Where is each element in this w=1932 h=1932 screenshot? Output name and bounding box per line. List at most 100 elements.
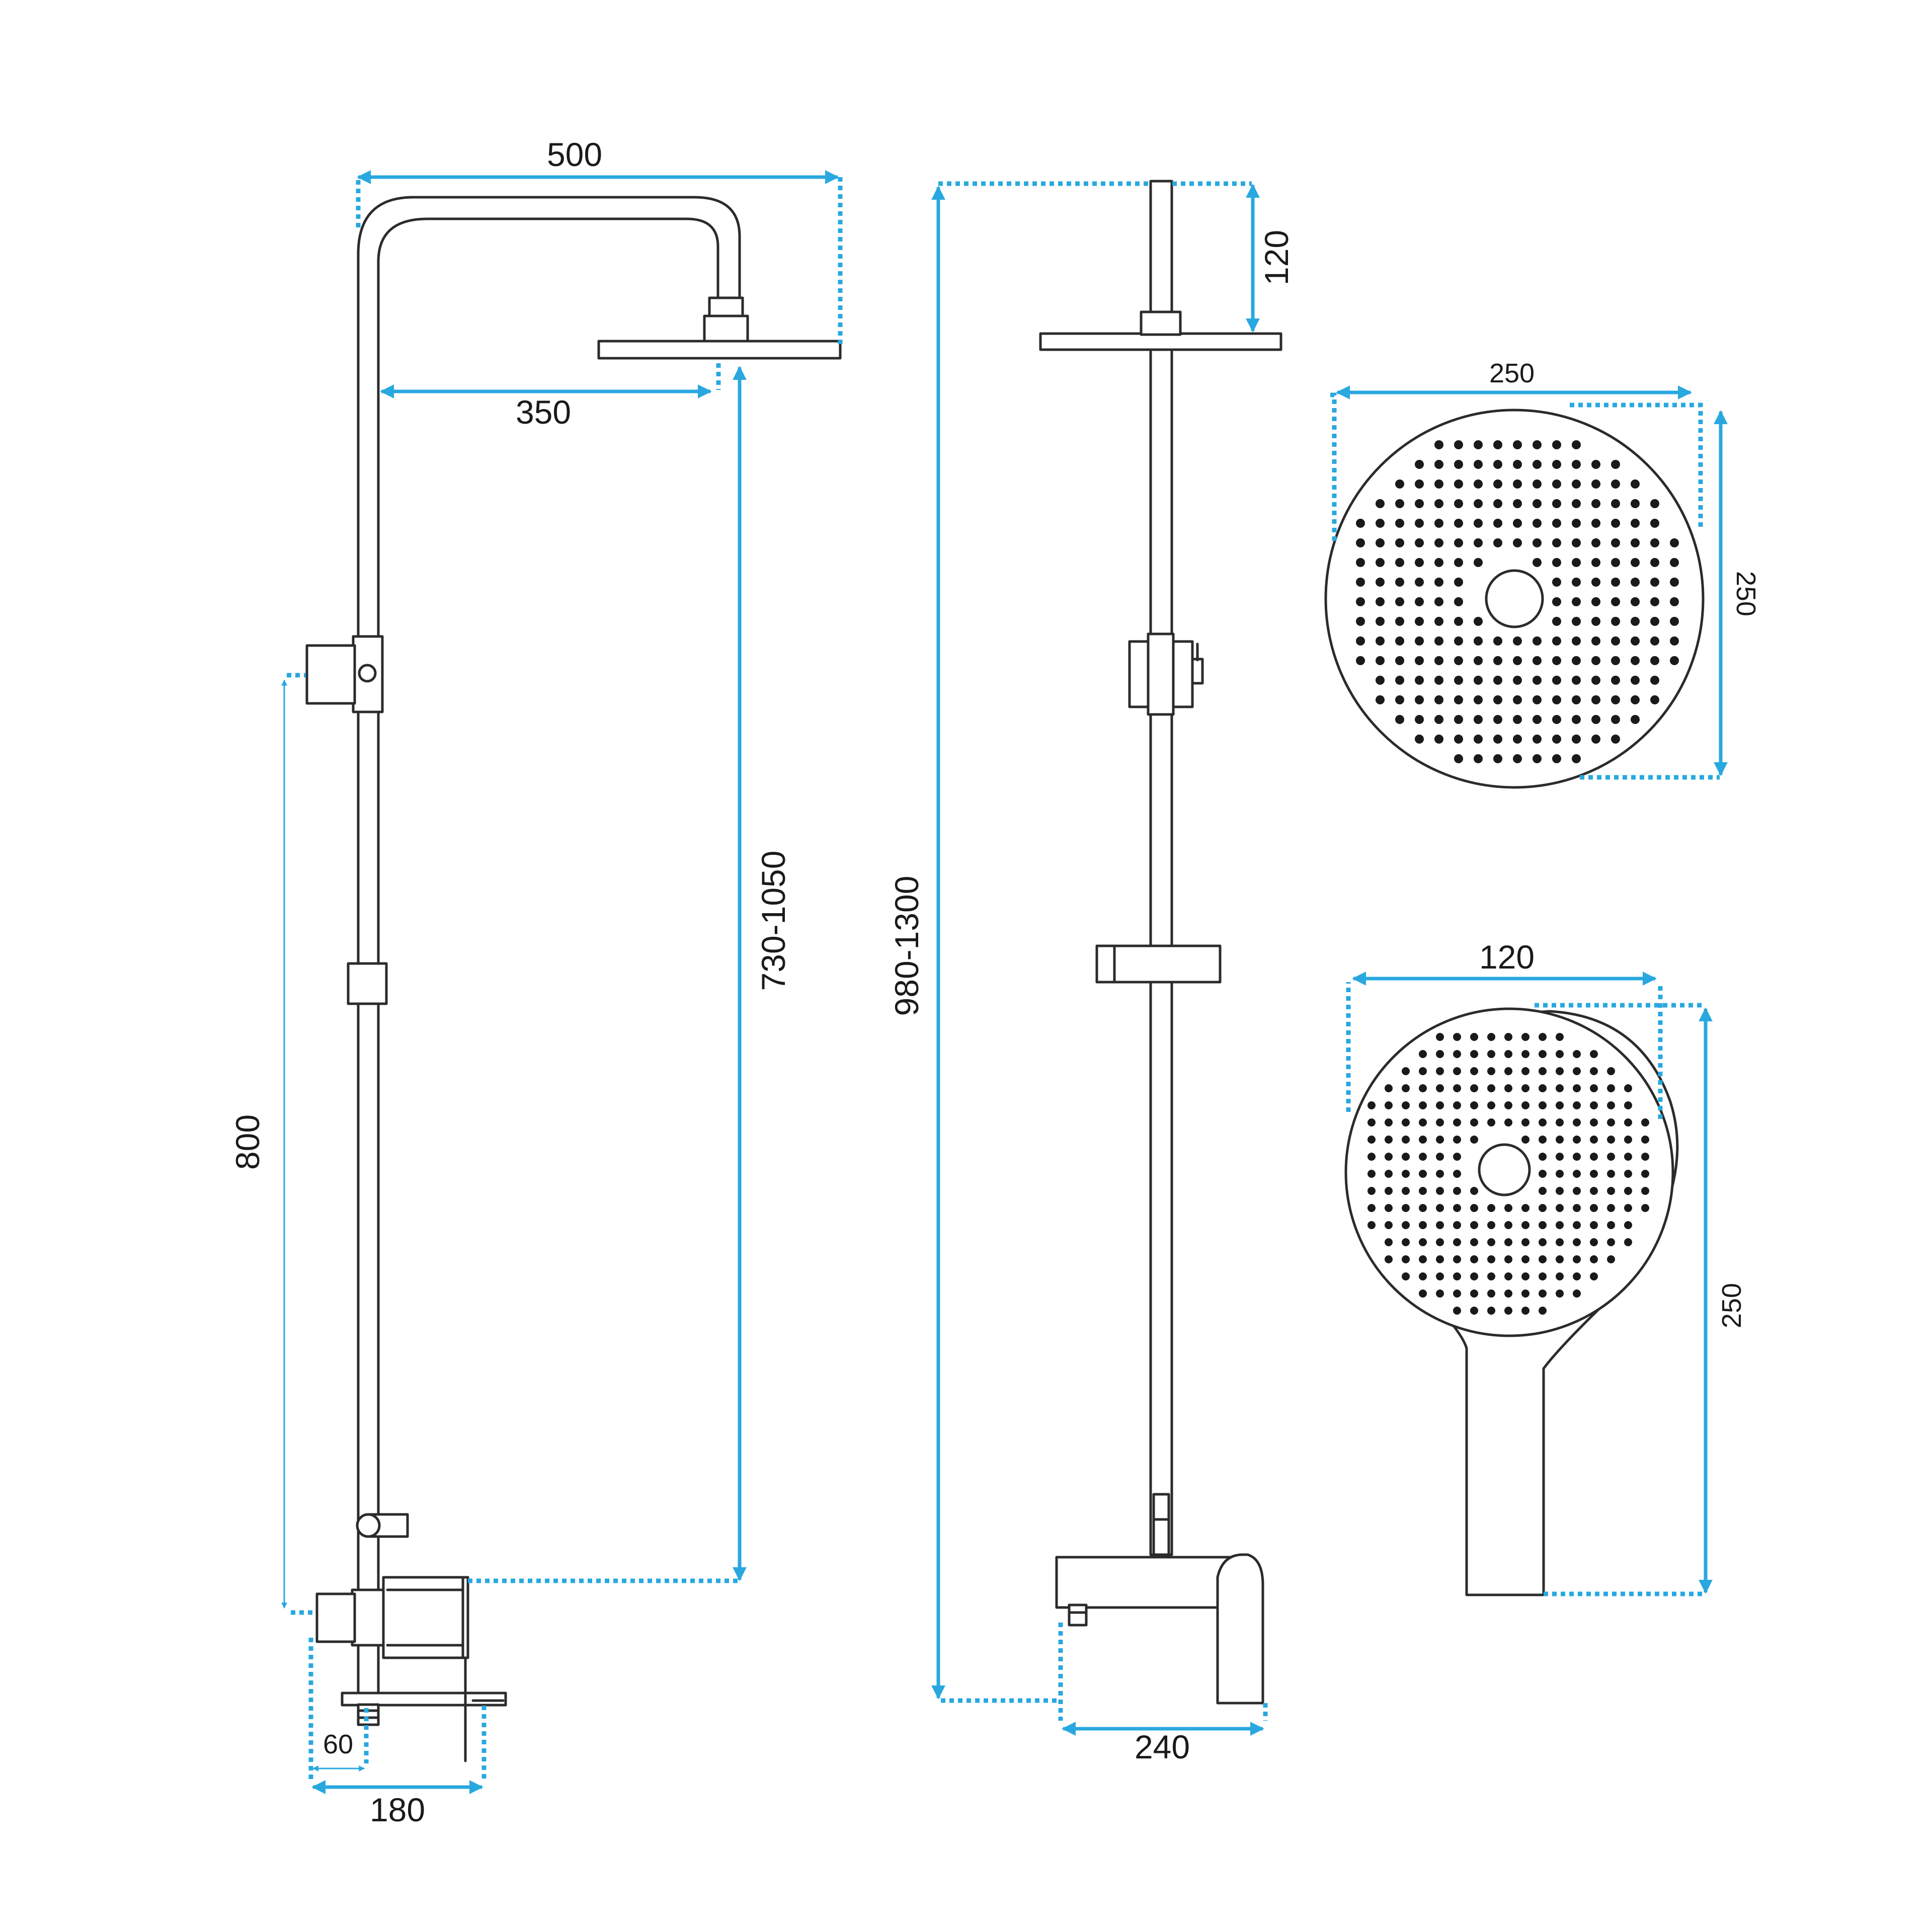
nozzle-dot: [1474, 440, 1483, 449]
nozzle-dot: [1631, 695, 1640, 704]
nozzle-dot: [1367, 1221, 1376, 1229]
nozzle-dot: [1556, 1272, 1564, 1280]
nozzle-dot: [1631, 597, 1640, 606]
nozzle-dot: [1367, 1153, 1376, 1161]
nozzle-dot: [1521, 1136, 1530, 1144]
nozzle-dot: [1376, 597, 1385, 606]
nozzle-dot: [1454, 578, 1463, 587]
nozzle-dot: [1591, 617, 1600, 626]
nozzle-dot: [1573, 1272, 1581, 1280]
nozzle-dot: [1356, 597, 1365, 606]
nozzle-dot: [1631, 578, 1640, 587]
nozzle-dot: [1453, 1272, 1461, 1280]
nozzle-dot: [1436, 1221, 1444, 1229]
nozzle-dot: [1356, 578, 1365, 587]
head-shower-top-view: 250 250: [1324, 358, 1761, 789]
nozzle-dot: [1573, 1153, 1581, 1161]
nozzle-dot: [1631, 479, 1640, 489]
nozzle-dot: [1453, 1221, 1461, 1229]
nozzle-dot: [1474, 754, 1483, 763]
nozzle-dot: [1631, 715, 1640, 724]
nozzle-dot: [1402, 1238, 1410, 1246]
nozzle-dot: [1611, 519, 1620, 528]
nozzle-dot: [1474, 460, 1483, 469]
nozzle-dot: [1539, 1153, 1547, 1161]
nozzle-dot: [1415, 558, 1424, 567]
nozzle-dot: [1487, 1067, 1495, 1075]
dim-width-total: 500: [547, 136, 602, 173]
riser-pipe: [357, 196, 741, 1700]
nozzle-dot: [1419, 1101, 1427, 1109]
nozzle-dot: [1395, 558, 1404, 567]
nozzle-dot: [1552, 715, 1561, 724]
nozzle-dot: [1591, 735, 1600, 744]
nozzle-dot: [1611, 636, 1620, 646]
nozzle-dot: [1376, 617, 1385, 626]
nozzle-dot: [1434, 460, 1443, 469]
nozzle-dot: [1572, 695, 1581, 704]
nozzle-dot: [1395, 499, 1404, 508]
nozzle-dot: [1419, 1221, 1427, 1229]
nozzle-dot: [1556, 1238, 1564, 1246]
nozzle-dot: [1419, 1272, 1427, 1280]
nozzle-dot: [1453, 1050, 1461, 1058]
nozzle-dot: [1539, 1204, 1547, 1212]
nozzle-dot: [1419, 1204, 1427, 1212]
head-connector: [708, 296, 744, 318]
nozzle-dot: [1436, 1118, 1444, 1126]
nozzle-dot: [1504, 1050, 1512, 1058]
nozzle-dot: [1556, 1170, 1564, 1178]
nozzle-dot: [1670, 578, 1679, 587]
outlet-thread: [357, 1703, 380, 1726]
nozzle-dot: [1470, 1136, 1478, 1144]
nozzle-dot: [1402, 1136, 1410, 1144]
nozzle-dot: [1434, 715, 1443, 724]
nozzle-dot: [1513, 499, 1522, 508]
nozzle-dot: [1493, 499, 1502, 508]
nozzle-dot: [1539, 1101, 1547, 1109]
nozzle-dot: [1402, 1187, 1410, 1195]
nozzle-dot: [1385, 1101, 1393, 1109]
nozzle-dot: [1376, 558, 1385, 567]
nozzle-dot: [1402, 1101, 1410, 1109]
nozzle-dot: [1590, 1084, 1598, 1092]
nozzle-dot: [1415, 636, 1424, 646]
nozzle-dot: [1572, 754, 1581, 763]
nozzle-dot: [1552, 558, 1561, 567]
nozzle-dot: [1573, 1170, 1581, 1178]
nozzle-dot: [1650, 499, 1659, 508]
nozzle-dot: [1395, 538, 1404, 547]
nozzle-dot: [1611, 735, 1620, 744]
head-nut: [703, 314, 749, 344]
nozzle-dot: [1539, 1118, 1547, 1126]
nozzle-dot: [1470, 1272, 1478, 1280]
nozzle-dot: [1395, 519, 1404, 528]
nozzle-dot: [1533, 695, 1542, 704]
nozzle-dot: [1552, 578, 1561, 587]
nozzle-dot: [1521, 1084, 1530, 1092]
nozzle-dot: [1552, 440, 1561, 449]
nozzle-dot: [1631, 636, 1640, 646]
nozzle-dot: [1454, 460, 1463, 469]
nozzle-dot: [1436, 1272, 1444, 1280]
mixer-body: [351, 1588, 386, 1647]
nozzle-dot: [1611, 479, 1620, 489]
nozzle-dot: [1487, 1255, 1495, 1263]
nozzle-dot: [1539, 1272, 1547, 1280]
nozzle-dot: [1591, 499, 1600, 508]
nozzle-dot: [1474, 695, 1483, 704]
side-view: 120 980-1300 240: [888, 180, 1295, 1765]
nozzle-dot: [1590, 1187, 1598, 1195]
nozzle-dot: [1385, 1255, 1393, 1263]
nozzle-dot: [1572, 617, 1581, 626]
dim-depth-mixer: 180: [370, 1791, 425, 1828]
nozzle-dot: [1641, 1187, 1649, 1195]
nozzle-dot: [1611, 499, 1620, 508]
head-shower-nozzles: [1356, 440, 1679, 763]
nozzle-dot: [1470, 1221, 1478, 1229]
nozzle-dot: [1641, 1153, 1649, 1161]
nozzle-dot: [1493, 460, 1502, 469]
nozzle-dot: [1453, 1033, 1461, 1041]
nozzle-dot: [1434, 636, 1443, 646]
